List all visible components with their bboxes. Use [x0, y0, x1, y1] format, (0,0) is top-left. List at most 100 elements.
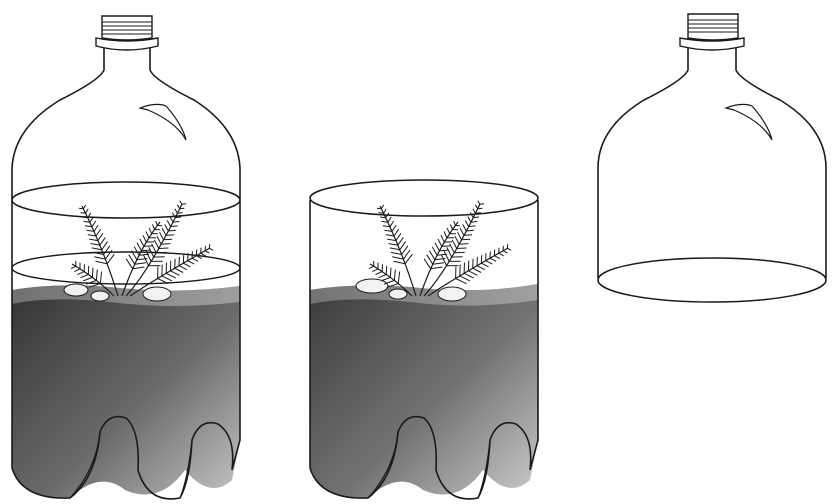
frond-leaf: [480, 204, 484, 205]
assembled-terrarium: [12, 16, 240, 504]
frond-leaf: [389, 244, 398, 246]
frond-leaf: [390, 221, 394, 227]
frond-leaf: [180, 208, 185, 209]
frond-leaf: [452, 240, 457, 249]
frond-leaf: [160, 232, 164, 240]
frond-leaf: [173, 222, 179, 223]
frond-leaf: [441, 235, 444, 242]
frond-leaf: [81, 213, 86, 214]
frond-leaf: [387, 239, 396, 241]
frond-leaf: [209, 248, 213, 250]
frond-leaf: [165, 224, 169, 231]
frond-leaf: [100, 237, 106, 245]
frond-leaf: [170, 217, 173, 223]
frond-leaf: [162, 276, 172, 281]
frond-leaf: [427, 255, 433, 265]
frond-leaf: [369, 266, 374, 268]
frond-leaf: [476, 213, 481, 214]
frond-leaf: [149, 228, 152, 234]
frond-leaf: [104, 246, 110, 255]
frond-leaf: [175, 268, 183, 272]
frond-leaf: [175, 209, 178, 214]
frond-leaf: [140, 239, 144, 246]
frond-leaf: [143, 235, 146, 242]
frond-leaf: [490, 258, 496, 261]
frond-leaf: [400, 242, 406, 250]
frond-leaf: [462, 239, 471, 240]
frond-leaf: [394, 270, 395, 281]
frond-leaf: [98, 233, 103, 240]
frond-leaf: [392, 257, 403, 259]
frond-leaf: [390, 248, 400, 250]
frond-leaf: [456, 279, 467, 284]
frond-leaf: [460, 228, 464, 235]
frond-leaf: [156, 221, 158, 225]
frond-leaf: [450, 244, 455, 253]
frond-leaf: [92, 248, 102, 250]
frond-leaf: [146, 232, 149, 238]
frond-leaf: [167, 221, 171, 227]
frond-leaf: [478, 208, 483, 209]
soil: [310, 284, 538, 504]
frond-leaf: [398, 272, 399, 284]
frond-leaf: [86, 209, 89, 213]
frond-leaf: [377, 208, 382, 209]
frond-leaf: [144, 246, 152, 247]
frond-leaf: [402, 246, 408, 255]
frond-leaf: [439, 250, 448, 251]
bottle-base-with-plant: [310, 180, 538, 504]
frond-leaf: [473, 217, 479, 218]
bottle-top: [12, 48, 240, 200]
frond-leaf: [133, 267, 145, 269]
frond-leaf: [77, 272, 84, 275]
frond-leaf: [450, 224, 452, 229]
frond-leaf: [92, 221, 96, 227]
frond-leaf: [473, 268, 481, 272]
frond-leaf: [179, 266, 187, 270]
frond-leaf: [134, 247, 139, 256]
frond-leaf: [83, 205, 85, 209]
frond-leaf: [455, 236, 459, 244]
frond-leaf: [442, 246, 450, 247]
frond-leaf: [468, 217, 471, 223]
bottle-top: [598, 48, 826, 278]
frond-leaf: [447, 228, 450, 234]
frond-leaf: [92, 268, 93, 278]
frond-leaf: [398, 237, 404, 245]
frond-leaf: [457, 248, 467, 249]
frond-leaf: [444, 232, 447, 238]
glare: [726, 104, 772, 140]
frond-leaf: [129, 255, 135, 265]
frond-leaf: [166, 273, 176, 278]
bottle-cap: [102, 16, 152, 40]
frond-leaf: [432, 247, 437, 256]
frond-leaf: [168, 230, 176, 231]
frond-leaf: [465, 221, 469, 227]
frond-leaf: [83, 277, 92, 281]
frond-leaf: [192, 258, 198, 261]
frond-leaf: [454, 221, 456, 225]
frond-leaf: [431, 267, 443, 269]
frond-leaf: [79, 208, 84, 209]
frond-leaf: [182, 204, 186, 205]
frond-leaf: [396, 233, 401, 240]
frond-leaf: [178, 213, 183, 214]
frond-leaf: [486, 261, 493, 264]
frond-leaf: [477, 266, 485, 270]
frond-leaf: [464, 273, 474, 278]
frond-leaf: [444, 251, 449, 261]
frond-leaf: [459, 244, 468, 245]
frond-leaf: [393, 261, 405, 264]
glare: [140, 104, 186, 140]
frond-leaf: [388, 217, 392, 222]
frond-leaf: [95, 261, 107, 264]
frond-leaf: [137, 243, 141, 251]
frond-leaf: [96, 270, 97, 281]
frond-leaf: [471, 222, 477, 223]
frond-leaf: [464, 235, 472, 236]
frond-leaf: [91, 244, 100, 246]
frond-leaf: [375, 272, 382, 275]
frond-leaf: [175, 217, 181, 218]
frond-leaf: [166, 235, 174, 236]
frond-leaf: [71, 266, 76, 268]
